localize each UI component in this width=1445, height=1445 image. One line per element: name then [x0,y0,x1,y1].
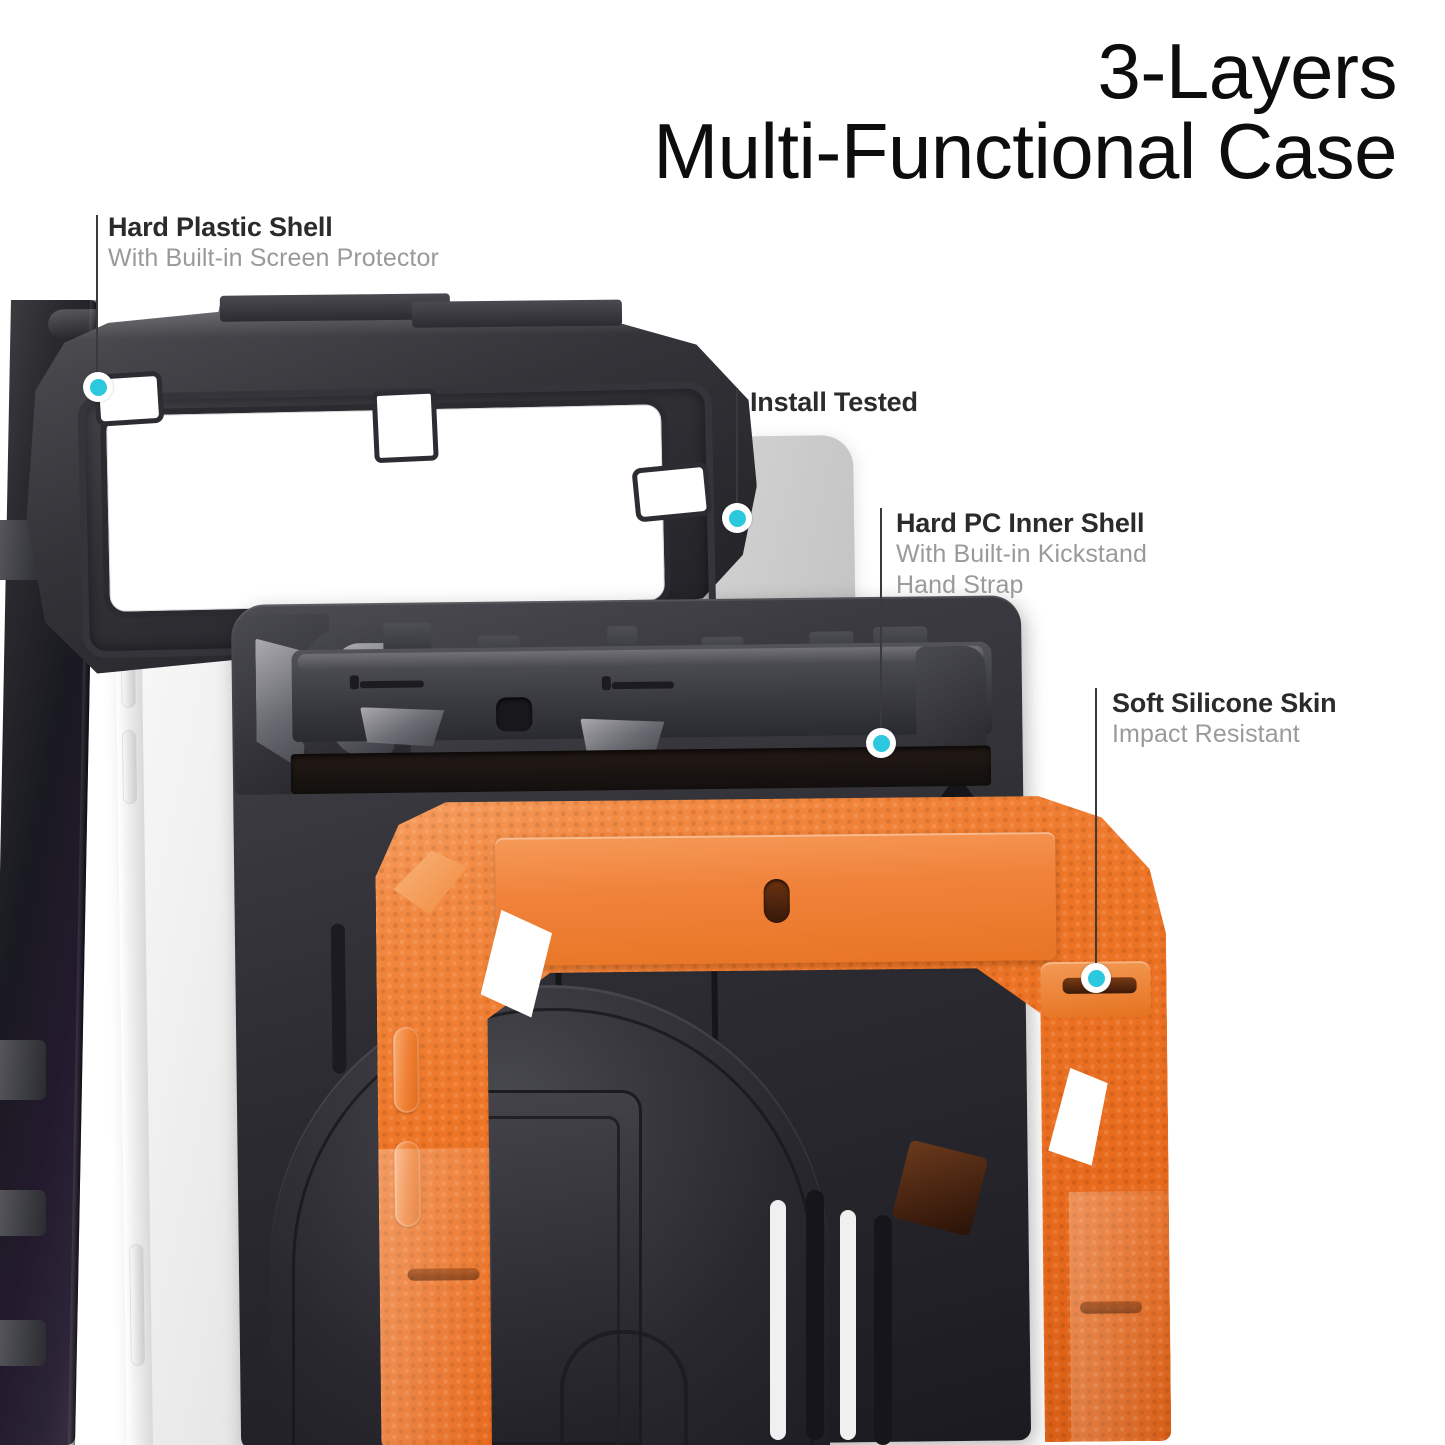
callout-title-install-tested: Install Tested [750,387,918,417]
silicone-volume-up-cover [393,1026,420,1113]
outer-shell-top-ridge-b [411,299,623,328]
outer-shell-notch-right [631,461,713,523]
headline-line-2: Multi-Functional Case [653,106,1397,195]
silicone-left-leg-highlight [378,1147,494,1445]
sidewall-lug-mid [0,1040,46,1100]
callout-soft-silicone-skin: Soft Silicone Skin Impact Resistant [1112,688,1337,750]
sidewall-lug-bottom [0,1320,46,1366]
callout-title-hard-pc-inner-shell: Hard PC Inner Shell [896,508,1145,538]
leader-line-hard-plastic-shell [96,215,98,383]
callout-subtitle-kickstand: With Built-in Kickstand [896,540,1147,569]
inner-shell-side-slot [330,923,347,1074]
callout-hard-plastic-shell: Hard Plastic Shell With Built-in Screen … [108,212,439,274]
callout-subtitle-soft-silicone-skin: Impact Resistant [1112,720,1300,749]
kickstand-vent-dark-1 [806,1190,824,1440]
page-title: 3-Layers Multi-Functional Case [653,31,1397,195]
callout-title-hard-plastic-shell: Hard Plastic Shell [108,212,333,242]
outer-shell-notch-center [371,388,439,464]
leader-line-hard-pc-inner-shell [880,508,882,748]
marker-hard-plastic-shell [83,372,113,402]
tablet-side-button [130,1244,144,1366]
inner-shell-slot-a-end [349,675,359,690]
marker-hard-pc-inner-shell [866,728,896,758]
callout-subtitle-hand-strap: Hand Strap [896,570,1024,599]
tablet-volume-down-button [123,730,137,804]
kickstand-pivot-arc [560,1330,688,1445]
headline-line-1: 3-Layers [1097,27,1398,115]
kickstand-vent-dark-2 [874,1215,892,1445]
marker-soft-silicone-skin [1081,963,1111,993]
silicone-right-leg-highlight [1068,1190,1172,1442]
callout-title-soft-silicone-skin: Soft Silicone Skin [1112,688,1337,718]
marker-install-tested [722,503,752,533]
sidewall-lug-low [0,1190,46,1236]
leader-line-install-tested [736,388,738,520]
kickstand-vent-light-2 [840,1210,856,1440]
soft-silicone-skin-layer [375,791,1172,1445]
inner-shell-slot-a [359,680,424,689]
leader-line-soft-silicone-skin [1095,688,1097,988]
inner-shell-facet-left [360,706,444,747]
callout-install-tested: Install Tested [750,387,918,418]
inner-shell-slot-b [611,681,674,690]
inner-shell-slot-b-end [601,676,611,691]
inner-shell-camera-port [496,697,533,732]
callout-hard-pc-inner-shell: Hard PC Inner Shell With Built-in Kickst… [896,508,1147,600]
silicone-left-leg-groove [407,1268,480,1281]
kickstand-vent-light-1 [770,1200,786,1440]
callout-subtitle-hard-plastic-shell: With Built-in Screen Protector [108,244,439,273]
silicone-right-leg-groove [1079,1301,1143,1314]
silicone-camera-cutout [763,878,790,924]
